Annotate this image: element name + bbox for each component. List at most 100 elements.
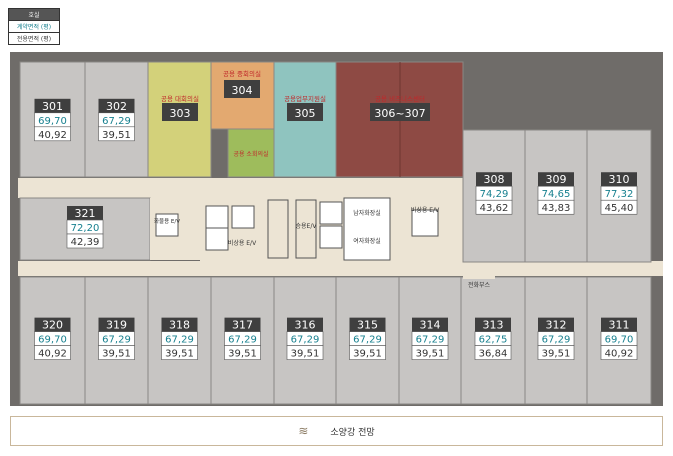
unit-315-badge: [349, 317, 386, 332]
emergency-elevator-right-box: [411, 209, 439, 237]
unit-313-exclusive-area: 36,84: [479, 349, 508, 360]
unit-315-contract-area: 67,29: [353, 335, 382, 346]
unit-316-exclusive-box: [286, 345, 324, 360]
unit-301-exclusive-box: [34, 126, 71, 142]
unit-312-contract-area: 67,29: [542, 335, 571, 346]
passenger-elevator-right-bank: [295, 199, 317, 259]
unit-311-exclusive-area: 40,92: [605, 349, 634, 360]
corridor-lower: [18, 261, 663, 276]
unit-317-number: 317: [232, 319, 253, 332]
unit-318-exclusive-area: 39,51: [165, 349, 194, 360]
unit-311-contract-area: 69,70: [605, 335, 634, 346]
unit-301-contract-area: 69,70: [38, 116, 67, 127]
unit-309-contract-area: 74,65: [542, 189, 571, 200]
unit-318-number: 318: [169, 319, 190, 332]
unit-308-exclusive-box: [475, 199, 513, 215]
freight-elevator-label: 화물용 E/V: [154, 218, 180, 225]
unit-318-contract-area: 67,29: [165, 335, 194, 346]
unit-321-contract-area: 72,20: [71, 223, 100, 234]
unit-309-exclusive-area: 43,83: [542, 203, 571, 214]
unit-302-exclusive-area: 39,51: [102, 130, 131, 141]
unit-311-exclusive-box: [600, 345, 638, 360]
unit-315-label: 315 67,29 39,51: [349, 317, 386, 360]
unit-308-exclusive-area: 43,62: [480, 203, 509, 214]
unit-321-exclusive-area: 42,39: [71, 237, 100, 248]
room-305-badge: [287, 103, 323, 121]
wave-icon: ≋: [298, 424, 309, 438]
unit-321-badge: [67, 206, 103, 220]
unit-314-badge: [412, 317, 448, 332]
unit-319-room[interactable]: [84, 276, 149, 405]
emergency-elevator-left-box-1: [205, 205, 229, 229]
unit-labels: 30169,7040,9230267,2939,5130874,2943,623…: [34, 98, 638, 360]
unit-308-number: 308: [484, 173, 505, 186]
unit-319-badge: [98, 317, 135, 332]
unit-313-badge: [475, 317, 511, 332]
unit-310-exclusive-area: 45,40: [605, 203, 634, 214]
unit-316-exclusive-area: 39,51: [291, 349, 320, 360]
unit-319-exclusive-area: 39,51: [102, 349, 131, 360]
plan-labels: 공용 대회의실 303 공용 중회의실 304 공용업무지원실 305 공용 비…: [154, 69, 491, 289]
unit-309-badge: [538, 172, 574, 187]
river-view-banner: ≋ 소양강 전망: [10, 416, 663, 446]
room-305-number: 305: [295, 107, 316, 120]
unit-321-number: 321: [75, 207, 96, 220]
unit-310-contract-area: 77,32: [605, 189, 634, 200]
unit-311-badge: [601, 317, 637, 332]
unit-312-number: 312: [546, 319, 567, 332]
unit-315-exclusive-area: 39,51: [353, 349, 382, 360]
unit-317-exclusive-area: 39,51: [228, 349, 257, 360]
unit-317-badge: [224, 317, 261, 332]
unit-319-number: 319: [106, 319, 127, 332]
unit-315-number: 315: [357, 319, 378, 332]
unit-313-contract-area: 62,75: [479, 335, 508, 346]
passenger-elevator-label: 승용E/V: [296, 223, 318, 230]
room-306-307-badge: [370, 103, 430, 121]
room-303-title: 공용 대회의실: [161, 94, 199, 103]
unit-310-exclusive-box: [600, 199, 638, 215]
unit-310-badge: [601, 172, 637, 187]
room-306-307-title: 공용 비즈니스센터: [375, 94, 425, 103]
passenger-elevator-box-2: [319, 225, 343, 249]
unit-320-contract-area: 69,70: [38, 335, 67, 346]
legend-room: 호실: [9, 9, 59, 20]
room-small-meeting-title: 공용 소회의실: [233, 150, 268, 158]
unit-302-contract-area: 67,29: [102, 116, 131, 127]
unit-301-badge: [34, 98, 71, 113]
unit-321-exclusive-box: [66, 233, 104, 249]
unit-318-badge: [161, 317, 198, 332]
legend-contract-area: 계약면적 (평): [9, 20, 59, 32]
emergency-elevator-left-box-3: [231, 205, 255, 229]
unit-302-badge: [98, 98, 135, 113]
passenger-elevator-left-bank: [267, 199, 289, 259]
unit-302-exclusive-box: [98, 126, 135, 142]
unit-312-exclusive-box: [537, 345, 575, 360]
unit-308-badge: [476, 172, 512, 187]
unit-314-number: 314: [420, 319, 441, 332]
unit-316-contract-area: 67,29: [291, 335, 320, 346]
legend: 호실 계약면적 (평) 전용면적 (평): [8, 8, 60, 45]
corridor-upper: [18, 178, 465, 198]
unit-316-number: 316: [295, 319, 316, 332]
unit-313-exclusive-box: [474, 345, 512, 360]
legend-exclusive-area: 전용면적 (평): [9, 32, 59, 44]
unit-318-label: 318 67,29 39,51: [161, 317, 198, 360]
unit-312-exclusive-area: 39,51: [542, 349, 571, 360]
unit-320-exclusive-box: [34, 345, 71, 360]
room-304-title: 공용 중회의실: [223, 69, 261, 78]
room-305-title: 공용업무지원실: [284, 94, 326, 103]
unit-317-exclusive-box: [224, 345, 261, 360]
restroom-block: [343, 197, 391, 261]
phone-booth-label: 전화부스: [468, 281, 491, 289]
unit-309-exclusive-box: [537, 199, 575, 215]
room-303-badge: [162, 103, 198, 121]
emergency-elevator-left-box-2: [205, 227, 229, 251]
unit-316-label: 316 67,29 39,51: [286, 317, 324, 360]
unit-320-exclusive-area: 40,92: [38, 349, 67, 360]
